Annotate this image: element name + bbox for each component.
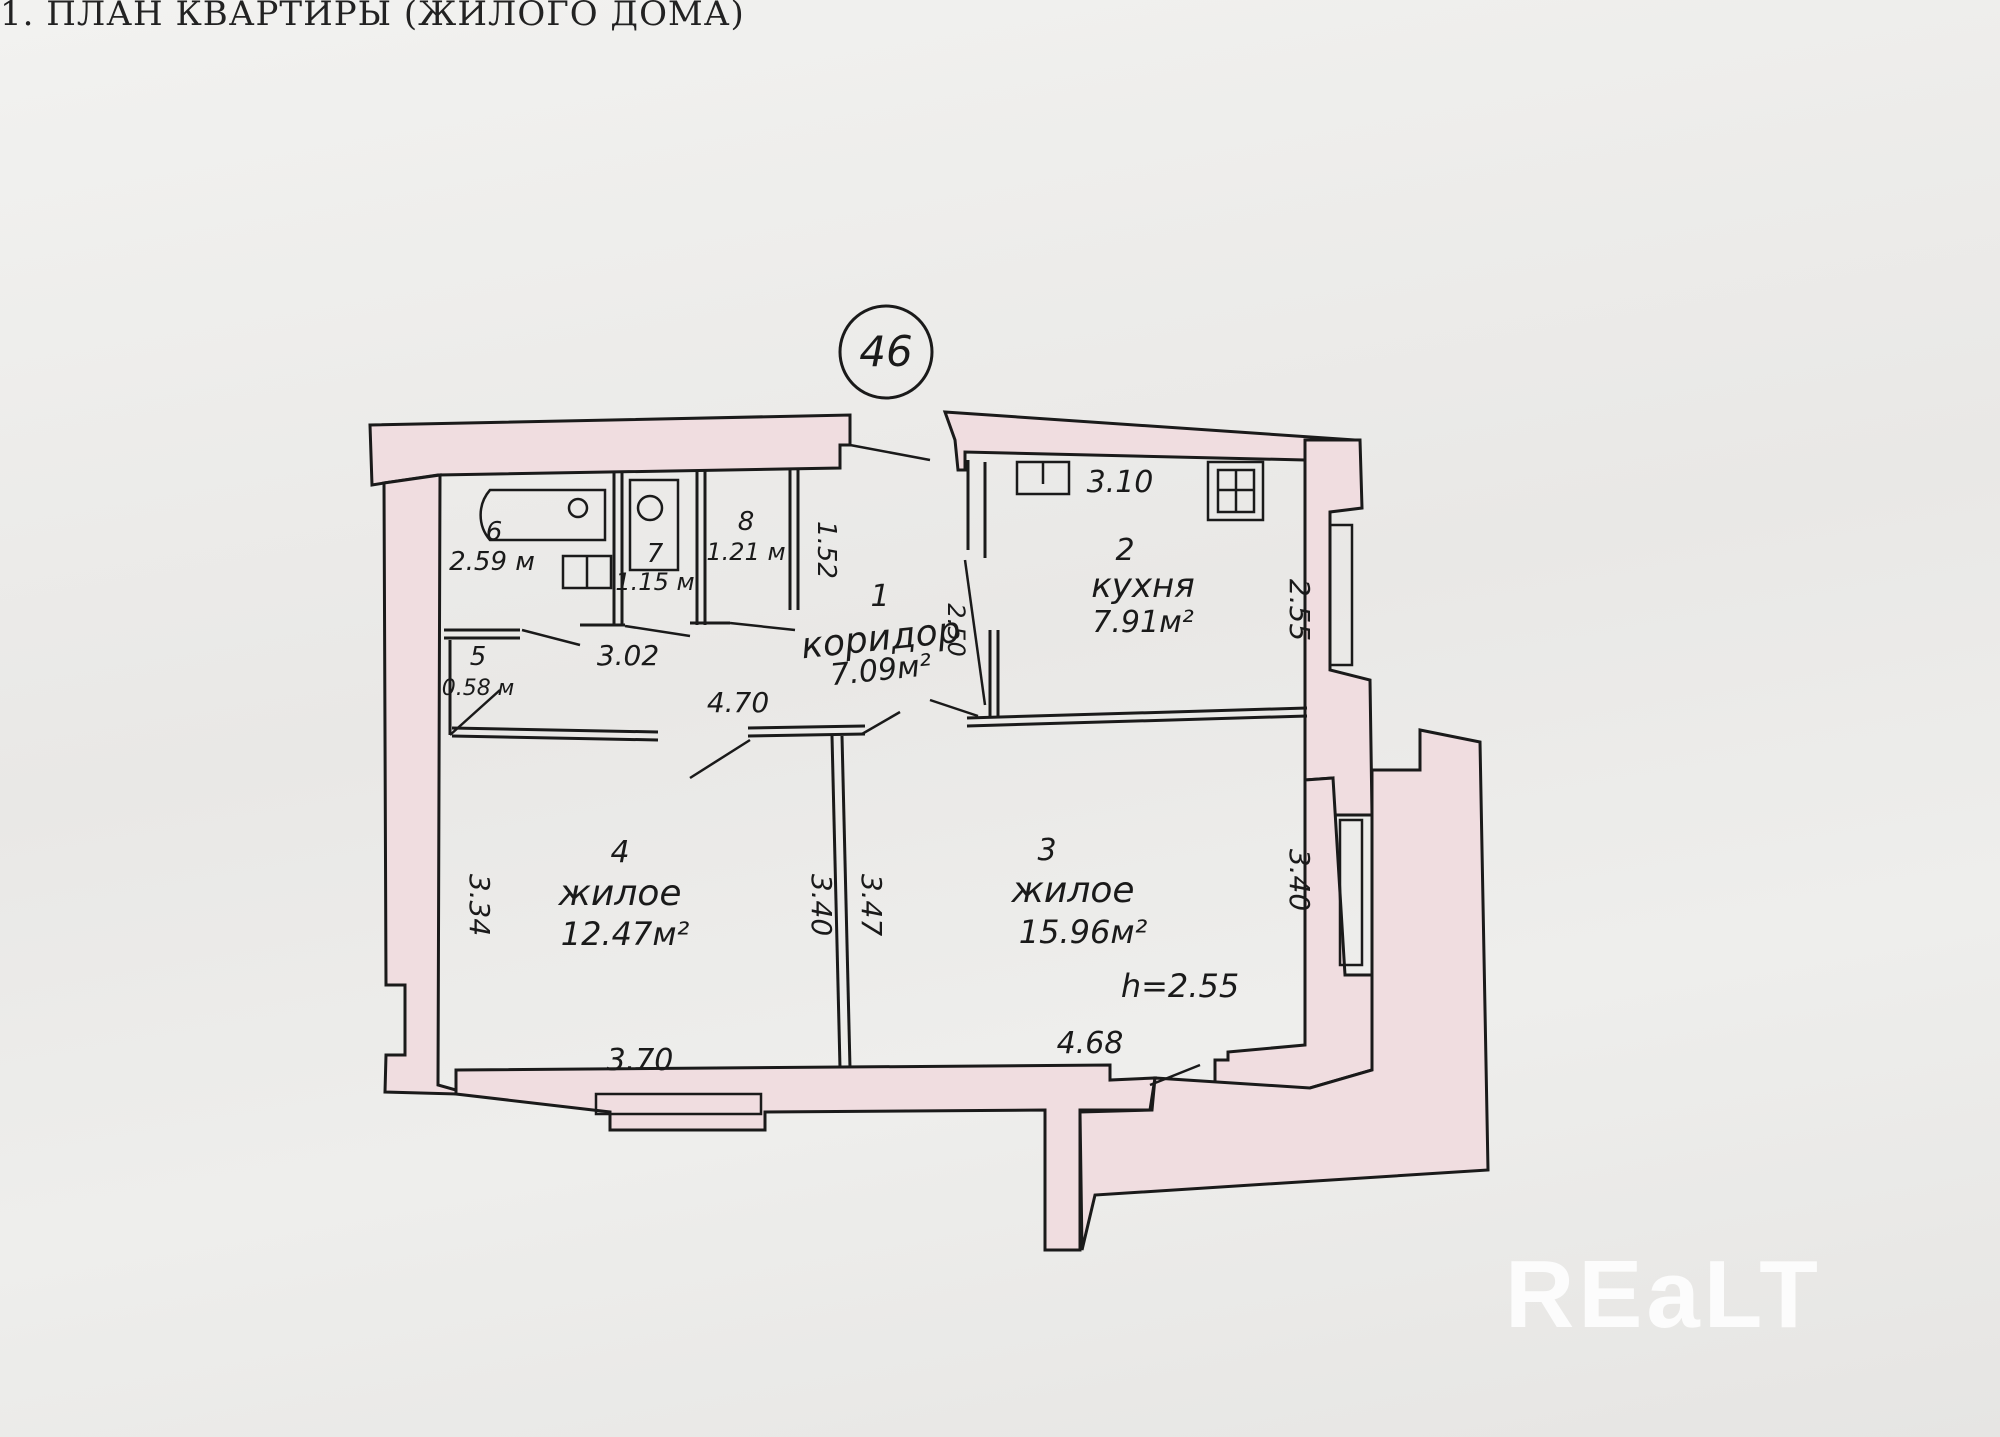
wall-left [382,473,458,1096]
dim-corridor-mid: 4.70 [707,686,769,719]
dim-room4-right: 3.40 [805,874,838,936]
room-3-name: жилое [1010,870,1134,911]
dim-room4-left: 3.34 [463,874,496,936]
dim-kitchen-right: 2.55 [1283,579,1316,641]
room-8-number: 8 [738,507,755,537]
stove-icon [1206,460,1265,522]
apartment-number: 46 [859,327,912,376]
doors [449,443,1201,1087]
bathtub-icon [479,488,607,542]
document-header: 1. ПЛАН КВАРТИРЫ (ЖИЛОГО ДОМА) [0,0,745,34]
room-4-name: жилое [557,873,681,914]
room-4-number: 4 [610,835,629,870]
walls [368,410,1490,1252]
dimension-labels: 3.10 2.55 2.50 3.02 4.70 1.52 3.34 3.40 … [463,465,1316,1078]
balcony [1078,728,1490,1251]
dim-room4-bottom: 3.70 [607,1043,674,1078]
room-2-number: 2 [1115,533,1134,568]
room-4-area: 12.47м² [561,915,690,953]
room-2-name: кухня [1091,566,1194,606]
toilet-icon [628,478,680,572]
window-room3 [1338,818,1364,967]
realt-watermark: REaLT [1505,1241,1822,1348]
apartment-number-badge: 46 [838,304,934,400]
room-6-area: 2.59 м [449,547,535,577]
partitions [444,460,1308,1069]
room-labels: 1 коридор 7.09м² 2 кухня 7.91м² 3 жилое … [442,507,1239,1005]
room-7-area: 1.15 м [615,568,694,596]
wall-top-right [942,410,1359,472]
room-6-number: 6 [486,517,503,547]
dim-small-room-8: 1.52 [811,521,841,579]
room-3-number: 3 [1037,833,1056,868]
wall-top-left [368,413,852,487]
dim-kitchen-left: 2.50 [942,603,970,656]
room-5-area: 0.58 м [442,676,515,701]
fixtures [479,460,1364,1116]
ceiling-height: h=2.55 [1121,967,1239,1005]
room-8-area: 1.21 м [706,538,785,566]
dim-kitchen-top: 3.10 [1087,465,1154,500]
wall-bottom [454,1063,1157,1252]
room-3-area: 15.96м² [1019,913,1148,951]
dim-room3-left: 3.47 [855,874,888,937]
room-5-number: 5 [470,642,487,672]
bath-drain-icon [567,497,589,519]
window-kitchen [1328,523,1354,667]
dim-corridor-bottom: 3.02 [597,639,659,672]
room-2-area: 7.91м² [1092,605,1193,640]
dim-room3-bottom: 4.68 [1057,1026,1124,1061]
dim-room3-right: 3.40 [1283,849,1316,911]
room-7-number: 7 [647,539,664,569]
room-1-number: 1 [870,579,889,614]
window-room4 [594,1092,763,1116]
wall-right-lower [1213,776,1374,1110]
